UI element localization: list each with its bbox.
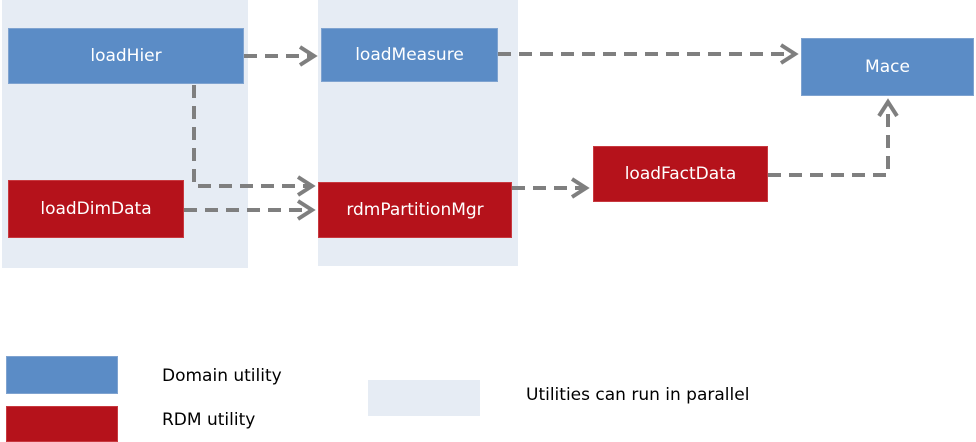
node-loadhier: loadHier xyxy=(8,28,244,84)
node-rdmpartitionmgr: rdmPartitionMgr xyxy=(318,182,512,238)
node-mace-label: Mace xyxy=(865,57,910,77)
legend-label-parallel: Utilities can run in parallel xyxy=(526,385,750,405)
arrowhead-loadmeasure xyxy=(298,45,318,67)
node-loaddimdata-label: loadDimData xyxy=(40,199,152,219)
edge-loadfactdata-mace xyxy=(768,102,890,177)
node-loadfactdata: loadFactData xyxy=(593,146,768,202)
node-loaddimdata: loadDimData xyxy=(8,180,184,238)
arrowhead-mace-bottom xyxy=(877,98,899,118)
legend-swatch-domain xyxy=(6,356,118,394)
legend-swatch-rdm xyxy=(6,406,118,442)
arrowhead-rdmpartitionmgr-top xyxy=(296,175,316,197)
legend-label-domain: Domain utility xyxy=(162,366,282,386)
node-rdmpartitionmgr-label: rdmPartitionMgr xyxy=(346,200,484,220)
arrowhead-mace-left xyxy=(779,43,799,65)
node-loadmeasure-label: loadMeasure xyxy=(355,45,464,65)
legend-swatch-parallel xyxy=(368,380,480,416)
legend-label-rdm: RDM utility xyxy=(162,410,256,430)
arrowhead-loadfactdata xyxy=(570,177,590,199)
arrowhead-rdmpartitionmgr-bottom xyxy=(296,199,316,221)
node-loadfactdata-label: loadFactData xyxy=(624,164,737,184)
node-loadhier-label: loadHier xyxy=(90,46,162,66)
node-mace: Mace xyxy=(801,38,974,96)
node-loadmeasure: loadMeasure xyxy=(321,28,498,82)
